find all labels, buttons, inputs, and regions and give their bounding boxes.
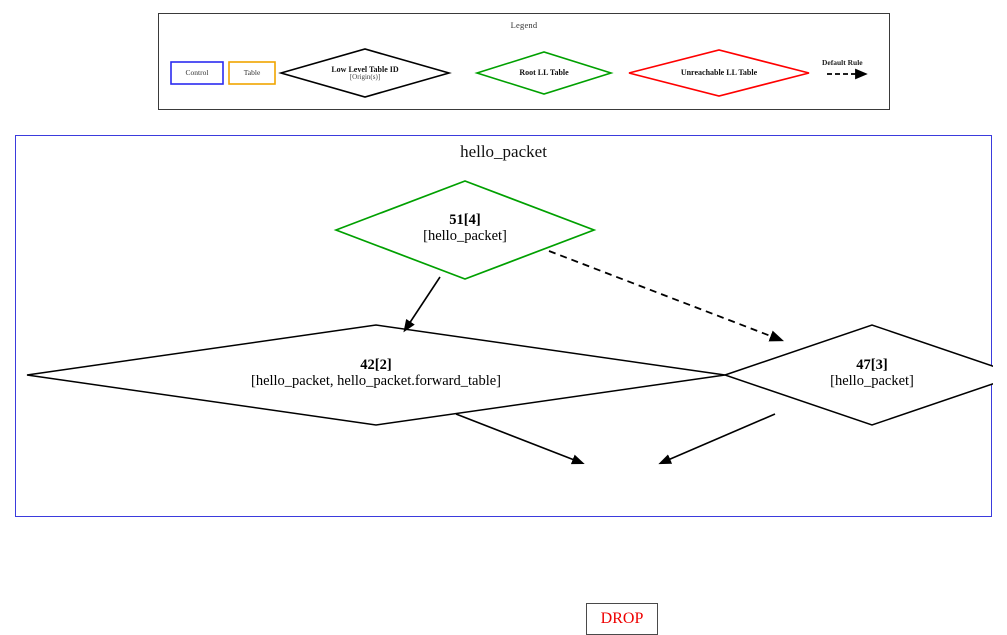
legend-title: Legend [510,20,538,30]
legend-label-low-level-table-id: Low Level Table ID [Origin(s)] [291,65,439,82]
legend-control-box [170,61,224,85]
edge-51-to-47 [548,250,785,342]
edge-51-to-42 [403,276,441,333]
node-51-4-diamond[interactable] [333,180,597,280]
legend-label-low-level-table-id-main: Low Level Table ID [331,65,399,74]
node-drop-box[interactable]: DROP [586,603,658,635]
legend-shapes [170,48,868,98]
graph-canvas [26,180,993,465]
legend-label-low-level-table-id-sub: [Origin(s)] [349,73,381,82]
legend-label-control: Control [185,68,209,77]
legend-unreachable-ll-table-diamond [628,49,810,97]
legend-label-unreachable-ll-table-main: Unreachable LL Table [680,68,758,77]
legend-label-root-ll-table: Root LL Table [489,68,599,77]
edge-42-to-drop [455,413,585,465]
legend-label-table: Table [243,68,261,77]
legend-root-ll-table-diamond [474,51,614,95]
legend-label-root-ll-table-main: Root LL Table [519,68,569,77]
legend-panel: Legend Control Table Low Level Table ID … [158,13,890,110]
node-drop-label: DROP [600,610,644,627]
node-47-3-diamond[interactable] [722,324,993,426]
legend-label-unreachable-ll-table: Unreachable LL Table [644,68,794,77]
graph-panel: hello_packet 51[4] [hello_packet] [15,135,993,635]
node-42-2-diamond[interactable] [26,324,726,426]
edge-47-to-drop [658,413,776,465]
legend-label-default-rule: Default Rule [822,58,863,67]
legend-table-box [228,61,276,85]
graph-title: hello_packet [460,142,547,161]
legend-low-level-table-diamond [278,48,452,98]
